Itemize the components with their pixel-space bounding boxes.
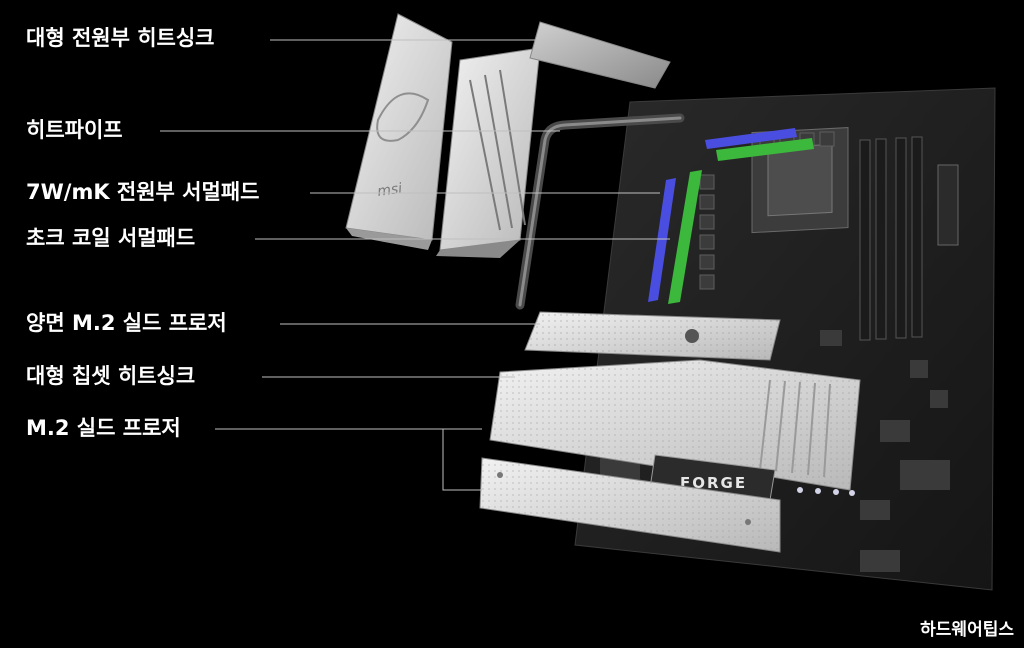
label-m2-shield: M.2 실드 프로저 bbox=[26, 416, 181, 440]
label-chipset-heatsink: 대형 칩셋 히트싱크 bbox=[26, 364, 196, 388]
thermal-pads bbox=[648, 128, 814, 304]
label-heatpipe: 히트파이프 bbox=[26, 118, 123, 142]
m2-shield-double-sided bbox=[524, 311, 781, 361]
m2-shield-bottom bbox=[479, 457, 781, 553]
heatpipe bbox=[515, 113, 685, 310]
label-choke-thermal-pad: 초크 코일 서멀패드 bbox=[26, 226, 196, 250]
watermark: 하드웨어팁스 bbox=[920, 620, 1014, 640]
label-vrm-heatsink: 대형 전원부 히트싱크 bbox=[26, 26, 215, 50]
label-vrm-thermal-pad: 7W/mK 전원부 서멀패드 bbox=[26, 180, 260, 204]
chipset-heatsink: FORGE bbox=[489, 359, 861, 501]
board-name: FORGE bbox=[680, 474, 747, 492]
vrm-heatsink-left: msi bbox=[345, 13, 453, 250]
vrm-heatsink-right bbox=[436, 21, 671, 258]
leader-lines bbox=[160, 39, 670, 491]
heatsink-logo: msi bbox=[376, 181, 403, 200]
label-double-sided-m2-shield: 양면 M.2 실드 프로저 bbox=[26, 311, 227, 335]
